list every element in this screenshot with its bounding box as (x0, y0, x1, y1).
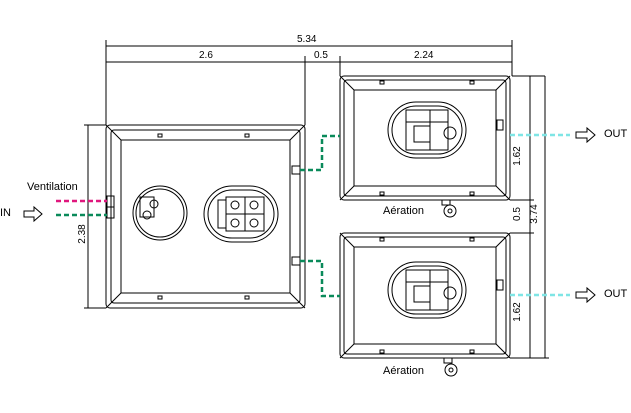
dim-left-height: 2.38 (77, 224, 88, 244)
dim-right-top-height: 1.62 (512, 146, 523, 166)
outlet-bottom-arrow-icon (575, 286, 596, 304)
dim-right-width: 2.24 (414, 50, 434, 61)
dim-right-bottom-height: 1.62 (512, 302, 523, 322)
inlet-arrow-icon (23, 205, 43, 223)
outlet-top-label: OUT (604, 128, 628, 140)
outlet-bottom-label: OUT (604, 288, 628, 300)
ventilation-label: Ventilation (27, 181, 78, 193)
dim-gap: 0.5 (314, 50, 328, 61)
flow-arrows (23, 126, 596, 304)
dim-right-total-height: 3.74 (529, 204, 540, 224)
right-bottom-tank (339, 232, 511, 377)
outlet-top-arrow-icon (575, 126, 596, 144)
aeration-top-label: Aération (383, 205, 424, 217)
left-tank (105, 124, 306, 309)
pipes (56, 133, 570, 298)
dim-left-width: 2.6 (199, 50, 213, 61)
dimension-lines (84, 40, 549, 359)
right-top-tank (339, 75, 511, 218)
aeration-bottom-label: Aération (383, 365, 424, 377)
connector-pipe-bottom (300, 259, 340, 298)
inlet-label: IN (0, 207, 11, 219)
dim-right-gap: 0.5 (512, 207, 523, 221)
connector-pipe-top (300, 134, 340, 172)
dim-total-width: 5.34 (297, 34, 317, 45)
